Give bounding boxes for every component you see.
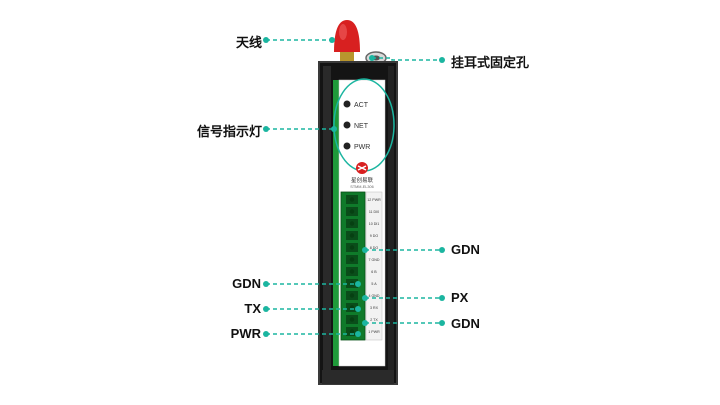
terminal-pin-label: 10 DI1 (369, 222, 380, 226)
terminal-screw-head (349, 197, 355, 202)
terminal-pin-label: 4 GND (369, 294, 380, 298)
callout-dot-mounting-hole-start (369, 55, 375, 61)
led-pwr (343, 142, 351, 150)
callout-line-mounting-hole (372, 57, 442, 61)
callout-dot-signal-lights-start (263, 126, 269, 132)
terminal-screw-head (349, 245, 355, 250)
led-net-label: NET (354, 123, 369, 130)
callout-dot-antenna-end (329, 37, 335, 43)
terminal-block (340, 191, 366, 341)
callout-dot-signal-lights-end (331, 126, 337, 132)
callout-dot-px-start (362, 295, 368, 301)
callout-dot-mounting-hole-end (439, 57, 445, 63)
callout-gdn-right-top: GDN (451, 242, 480, 257)
terminal-pin-label: 5 A (371, 282, 377, 286)
terminal-screw-head (349, 293, 355, 298)
callout-dot-gdn-right-top-start (362, 247, 368, 253)
led-pwr-label: PWR (354, 144, 370, 151)
terminal-pin-label: 6 B (371, 270, 377, 274)
callout-dot-tx-end (355, 306, 361, 312)
terminal-screw-head (349, 221, 355, 226)
terminal-pin-label: 12 PWR (367, 198, 381, 202)
terminal-pin-label: 8 DO (370, 246, 379, 250)
callout-dot-pwr-start (263, 331, 269, 337)
callout-dot-gdn-right-top-end (439, 247, 445, 253)
terminal-label-strip: 12 PWR 11 DI0 10 DI1 9 DO 8 DO 7 GND 6 B 5 A 4 G… (365, 191, 383, 341)
antenna (334, 20, 360, 64)
callout-pwr: PWR (230, 326, 261, 341)
callout-signal-lights: 信号指示灯 (196, 124, 262, 139)
brand-model: STMM-EL306 (350, 185, 373, 189)
led-act (343, 100, 351, 108)
brand-name: 星创易联 (351, 176, 374, 184)
terminal-screw-head (349, 257, 355, 262)
terminal-pin-label: 9 DO (370, 234, 379, 238)
terminal-screw-head (349, 233, 355, 238)
callout-px: PX (451, 290, 469, 305)
terminal-pin-label: 3 RX (370, 306, 379, 310)
callout-gdn-right-bottom: GDN (451, 316, 480, 331)
terminal-screw-head (349, 329, 355, 334)
callout-dot-pwr-end (355, 331, 361, 337)
callout-mounting-hole: 挂耳式固定孔 (451, 55, 530, 70)
terminal-screw-head (349, 269, 355, 274)
brand-logo-icon (356, 162, 368, 174)
callout-dot-antenna-start (263, 37, 269, 43)
callout-dot-gdn-right-bottom-end (439, 320, 445, 326)
callout-dot-tx-start (263, 306, 269, 312)
terminal-pin-label: 7 GND (369, 258, 380, 262)
callout-dot-px-end (439, 295, 445, 301)
led-net (343, 121, 351, 129)
callout-antenna: 天线 (235, 35, 262, 50)
callout-dot-gdn-left-start (263, 281, 269, 287)
terminal-pin-label: 1 PWR (368, 330, 380, 334)
callout-dot-gdn-left-end (355, 281, 361, 287)
callout-lines (263, 37, 445, 337)
terminal-pin-label: 11 DI0 (369, 210, 379, 214)
terminal-screw-head (349, 209, 355, 214)
callout-tx: TX (244, 301, 261, 316)
callout-gdn-left: GDN (232, 276, 261, 291)
led-act-label: ACT (354, 102, 369, 109)
callout-dot-gdn-right-bottom-start (362, 320, 368, 326)
terminal-screw-head (349, 317, 355, 322)
terminal-pin-label: 2 TX (370, 318, 378, 322)
